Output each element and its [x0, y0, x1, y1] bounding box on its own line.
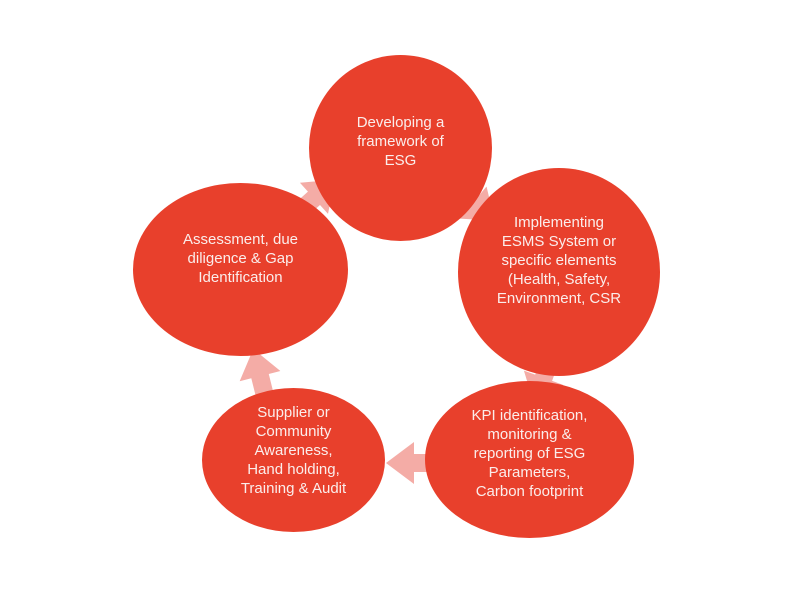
node-implementing-esms: Implementing ESMS System or specific ele… — [458, 168, 660, 376]
node-assessment-gap: Assessment, due diligence & Gap Identifi… — [133, 183, 348, 356]
arrow-kpi-to-supplier-icon — [386, 442, 450, 484]
node-supplier-community: Supplier or Community Awareness, Hand ho… — [202, 388, 385, 532]
node-developing-framework: Developing a framework of ESG — [309, 55, 492, 241]
node-kpi-identification: KPI identification, monitoring & reporti… — [425, 381, 634, 538]
node-kpi-identification-label: KPI identification, monitoring & reporti… — [471, 407, 588, 500]
node-implementing-esms-label: Implementing ESMS System or specific ele… — [496, 213, 622, 307]
node-supplier-community-label: Supplier or Community Awareness, Hand ho… — [240, 403, 347, 497]
node-assessment-gap-label: Assessment, due diligence & Gap Identifi… — [182, 231, 299, 286]
node-developing-framework-label: Developing a framework of ESG — [356, 113, 445, 169]
